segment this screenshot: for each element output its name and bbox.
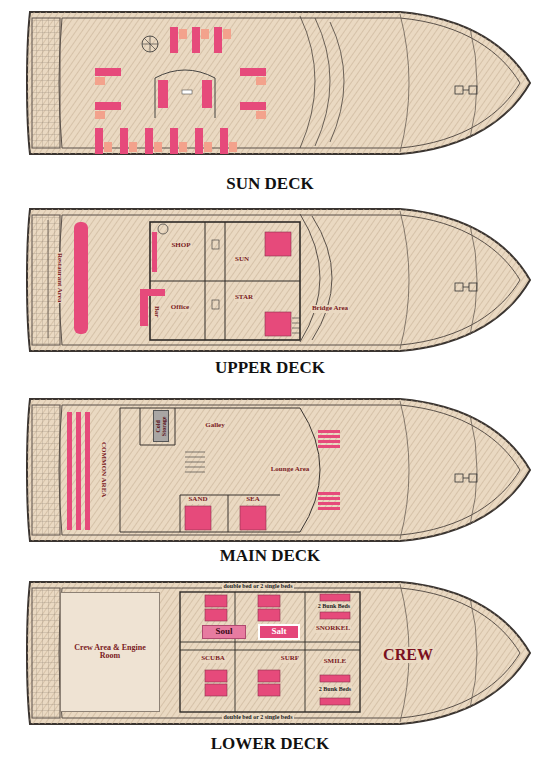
room-label: SEA: [245, 496, 261, 503]
deck-title: SUN DECK: [225, 175, 314, 193]
room-label: Lounge Area: [270, 466, 311, 473]
room-label: 2 Bunk Beds: [318, 686, 352, 692]
room-label: Office: [170, 304, 190, 311]
room-label: SCUBA: [200, 655, 226, 662]
room-label: SNORKEL: [315, 625, 351, 632]
node-label: Salt: [271, 627, 286, 636]
room-label: SMILE: [323, 658, 348, 665]
room-label: SURF: [280, 655, 300, 662]
deck-title: UPPER DECK: [214, 359, 326, 377]
room-label: Restaurant Area: [56, 252, 63, 303]
cabin-tag: Soul: [202, 625, 246, 639]
room-label: STAR: [234, 294, 254, 301]
cabin-tag: Salt: [258, 624, 300, 640]
room-label: Bridge Area: [311, 305, 349, 312]
deck-title: LOWER DECK: [210, 735, 331, 753]
room-label: double bed or 2 single beds: [222, 583, 293, 589]
deck-title: MAIN DECK: [219, 547, 322, 565]
crew-area-box: Crew Area & Engine Room: [60, 592, 160, 712]
node-label: Soul: [215, 627, 232, 636]
node-label: Crew Area & Engine Room: [70, 644, 150, 661]
room-label: Galley: [204, 422, 225, 429]
room-label: COMMON AREA: [100, 441, 107, 498]
node-label: Cold Storage: [155, 412, 168, 440]
room-label: SHOP: [170, 242, 191, 249]
room-label: Bar: [153, 305, 160, 318]
room-label: SAND: [187, 496, 208, 503]
room-label: SUN: [234, 256, 250, 263]
room-label: double bed or 2 single beds: [222, 714, 293, 720]
room-label: 2 Bunk Beds: [317, 603, 351, 609]
storage-box: Cold Storage: [153, 410, 169, 442]
room-label: CREW: [382, 647, 434, 664]
